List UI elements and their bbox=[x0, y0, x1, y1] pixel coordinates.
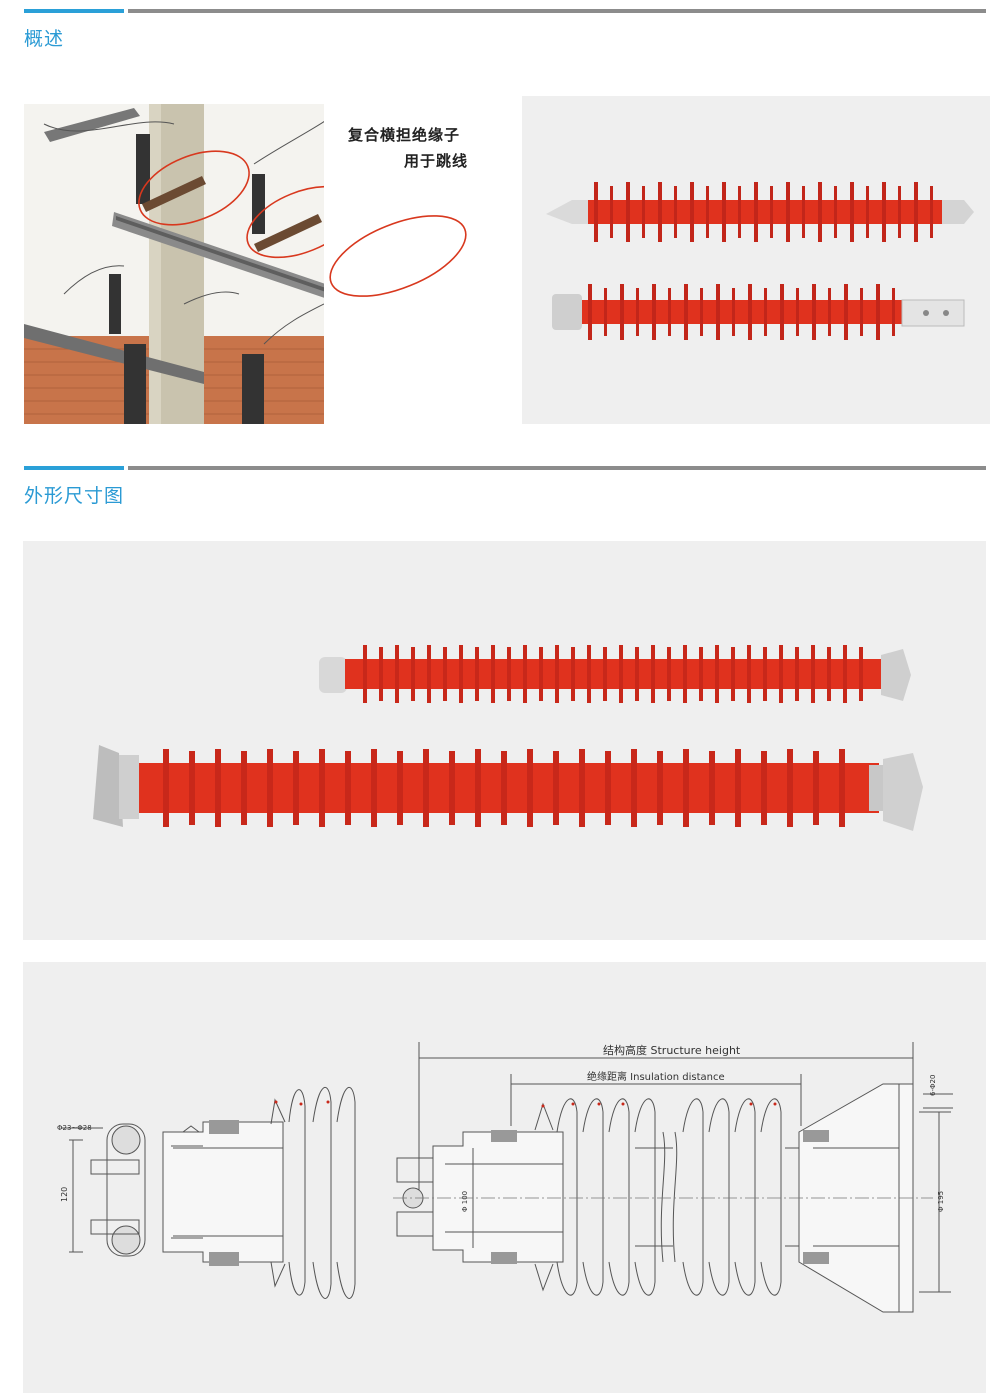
dimension-drawing: Φ23~Φ28 120 bbox=[23, 962, 986, 1393]
section-rule-accent bbox=[24, 9, 124, 13]
insulator-large-illustration bbox=[93, 645, 923, 831]
label-dia-195: Φ 195 bbox=[937, 1191, 945, 1212]
section-title-dimensions: 外形尺寸图 bbox=[24, 485, 125, 507]
photo-caption-line2: 用于跳线 bbox=[404, 152, 469, 170]
label-holes: 6-Φ20 bbox=[929, 1075, 937, 1096]
section-rule-accent bbox=[24, 466, 124, 470]
photo-caption-line1: 复合横担绝缘子 bbox=[348, 126, 461, 144]
label-insulation-distance: 绝缘距离 Insulation distance bbox=[587, 1070, 725, 1083]
label-structure-height: 结构高度 Structure height bbox=[603, 1043, 741, 1057]
overview-photo bbox=[24, 104, 324, 424]
label-dia-100: Φ 100 bbox=[461, 1191, 469, 1212]
section-title-overview: 概述 bbox=[24, 28, 65, 50]
product-photo-large bbox=[23, 541, 986, 940]
section-rule bbox=[128, 466, 986, 470]
section-rule bbox=[128, 9, 986, 13]
label-dim-120: 120 bbox=[60, 1187, 69, 1202]
pole-illustration bbox=[24, 104, 324, 424]
dimension-drawing-svg: Φ23~Φ28 120 bbox=[57, 1042, 953, 1313]
product-photo bbox=[522, 96, 990, 424]
insulator-pair-illustration bbox=[546, 182, 974, 340]
highlight-ellipse bbox=[329, 215, 467, 297]
label-rod-diameter: Φ23~Φ28 bbox=[57, 1124, 92, 1132]
